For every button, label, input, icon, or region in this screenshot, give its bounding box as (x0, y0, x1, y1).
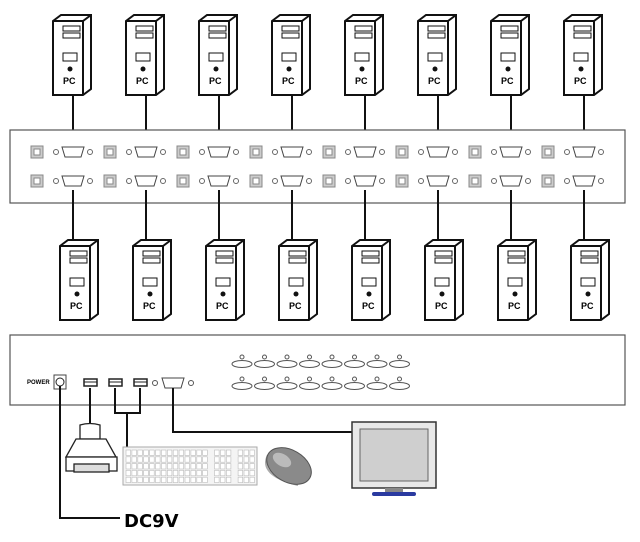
computer-bottom-1: PC (59, 239, 99, 321)
port-select-button[interactable] (299, 360, 320, 368)
pc-port-set (30, 145, 93, 159)
computer-bottom-2: PC (132, 239, 172, 321)
monitor-icon (351, 421, 437, 496)
pc-port-set (176, 145, 239, 159)
pc-port-set (322, 174, 385, 188)
port-select-button[interactable] (344, 360, 365, 368)
port-select-buttons (231, 354, 410, 390)
port-select-button[interactable] (231, 360, 253, 368)
led-indicator (239, 354, 245, 360)
port-select-button[interactable] (276, 360, 298, 368)
led-indicator (329, 376, 335, 382)
computer-top-7: PC (490, 14, 530, 96)
led-indicator (284, 354, 290, 360)
port-select-button[interactable] (276, 382, 298, 390)
port-select-button[interactable] (299, 382, 320, 390)
pc-port-set (176, 174, 239, 188)
port-select-button[interactable] (366, 360, 388, 368)
pc-label: PC (209, 76, 222, 86)
console-vga-port (152, 377, 194, 389)
pc-label: PC (63, 76, 76, 86)
computer-top-3: PC (198, 14, 238, 96)
led-indicator (307, 376, 312, 382)
pc-label: PC (289, 301, 302, 311)
pc-port-set (468, 174, 531, 188)
top-pc-group: PC PC PC PC PC PC PC PC (52, 14, 603, 145)
computer-bottom-5: PC (351, 239, 391, 321)
led-indicator (329, 354, 335, 360)
kvm-rear-panel (9, 129, 626, 204)
pc-port-set (395, 174, 458, 188)
computer-bottom-8: PC (570, 239, 610, 321)
pc-port-set (103, 145, 166, 159)
computer-bottom-6: PC (424, 239, 464, 321)
bottom-pc-group: PC PC PC PC PC PC PC PC (59, 190, 610, 321)
pc-label: PC (435, 301, 448, 311)
port-select-button[interactable] (231, 382, 253, 390)
led-indicator (284, 376, 290, 382)
port-select-button[interactable] (254, 382, 275, 390)
port-select-button[interactable] (389, 382, 410, 390)
led-indicator (374, 354, 380, 360)
pc-label: PC (508, 301, 521, 311)
port-select-button[interactable] (321, 360, 343, 368)
led-indicator (352, 354, 357, 360)
computer-top-2: PC (125, 14, 165, 96)
kvm-front-panel (9, 334, 626, 406)
pc-port-set (541, 174, 604, 188)
pc-port-set (30, 174, 93, 188)
port-select-button[interactable] (344, 382, 365, 390)
led-indicator (262, 354, 267, 360)
pc-port-set (395, 145, 458, 159)
power-label: POWER (27, 380, 50, 386)
pc-label: PC (428, 76, 441, 86)
port-select-button[interactable] (254, 360, 275, 368)
pc-port-set (249, 174, 312, 188)
pc-label: PC (355, 76, 368, 86)
mouse-icon (265, 447, 312, 486)
led-indicator (262, 376, 267, 382)
console-cables (59, 386, 355, 519)
pc-label: PC (143, 301, 156, 311)
led-indicator (239, 376, 245, 382)
computer-top-4: PC (271, 14, 311, 96)
port-select-button[interactable] (321, 382, 343, 390)
computer-top-5: PC (344, 14, 384, 96)
pc-label: PC (574, 76, 587, 86)
dc9v-label: DC9V (124, 511, 179, 532)
pc-label: PC (136, 76, 149, 86)
rear-port-group (30, 145, 604, 188)
pc-label: PC (216, 301, 229, 311)
computer-top-1: PC (52, 14, 92, 96)
led-indicator (397, 354, 402, 360)
pc-port-set (103, 174, 166, 188)
pc-port-set (322, 145, 385, 159)
led-indicator (397, 376, 402, 382)
pc-port-set (541, 145, 604, 159)
pc-port-set (249, 145, 312, 159)
port-select-button[interactable] (366, 382, 388, 390)
pc-label: PC (70, 301, 83, 311)
pc-label: PC (581, 301, 594, 311)
printer-icon (64, 422, 118, 473)
pc-label: PC (501, 76, 514, 86)
port-select-button[interactable] (389, 360, 410, 368)
computer-bottom-3: PC (205, 239, 245, 321)
computer-top-6: PC (417, 14, 457, 96)
computer-bottom-4: PC (278, 239, 318, 321)
keyboard-icon (122, 446, 258, 486)
led-indicator (352, 376, 357, 382)
pc-port-set (468, 145, 531, 159)
led-indicator (307, 354, 312, 360)
pc-label: PC (362, 301, 375, 311)
computer-bottom-7: PC (497, 239, 537, 321)
computer-top-8: PC (563, 14, 603, 96)
led-indicator (374, 376, 380, 382)
console-usb-ports (83, 378, 148, 387)
pc-label: PC (282, 76, 295, 86)
